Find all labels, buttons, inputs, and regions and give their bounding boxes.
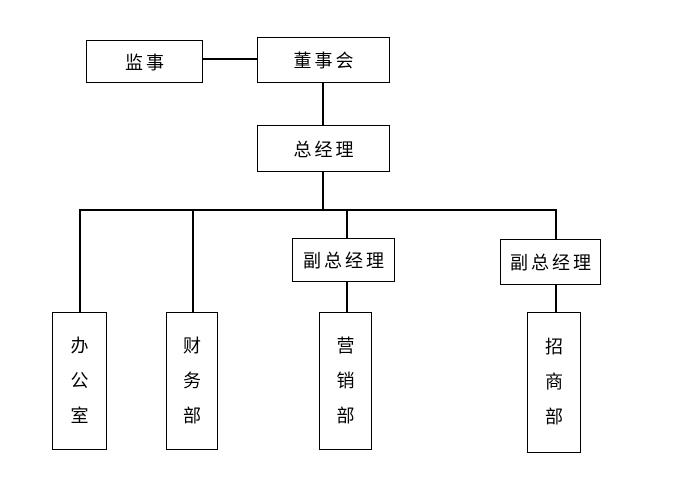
node-deputy-gm-1-label: 副总经理 <box>303 251 387 271</box>
node-office: 办公室 <box>52 312 107 450</box>
edge-deputy-gm-2-investment <box>555 285 557 312</box>
edge-branch-office <box>79 209 81 312</box>
node-office-label: 办公室 <box>70 335 89 426</box>
node-deputy-gm-2-label: 副总经理 <box>510 253 594 273</box>
edge-board-general-manager <box>322 83 324 125</box>
node-deputy-gm-1: 副总经理 <box>292 238 395 282</box>
node-marketing-dept: 营销部 <box>319 312 372 450</box>
edge-branch-deputy-gm-1 <box>346 209 348 238</box>
node-board-label: 董事会 <box>293 51 357 71</box>
edge-general-manager-trunk <box>322 172 324 210</box>
node-finance-dept: 财务部 <box>166 312 218 450</box>
node-marketing-dept-label: 营销部 <box>336 335 355 426</box>
node-supervisor-label: 监事 <box>125 52 167 73</box>
node-supervisor: 监事 <box>86 40 203 83</box>
node-general-manager: 总经理 <box>257 125 390 172</box>
edge-supervisor-board <box>203 58 257 60</box>
node-board: 董事会 <box>257 37 390 83</box>
node-deputy-gm-2: 副总经理 <box>500 239 601 285</box>
node-finance-dept-label: 财务部 <box>183 335 201 426</box>
node-investment-dept: 招商部 <box>527 312 581 453</box>
node-general-manager-label: 总经理 <box>293 139 357 160</box>
edge-branch-bus <box>79 209 557 211</box>
node-investment-dept-label: 招商部 <box>545 337 563 427</box>
edge-branch-finance-dept <box>192 209 194 312</box>
edge-branch-deputy-gm-2 <box>555 209 557 239</box>
edge-deputy-gm-1-marketing <box>346 282 348 312</box>
